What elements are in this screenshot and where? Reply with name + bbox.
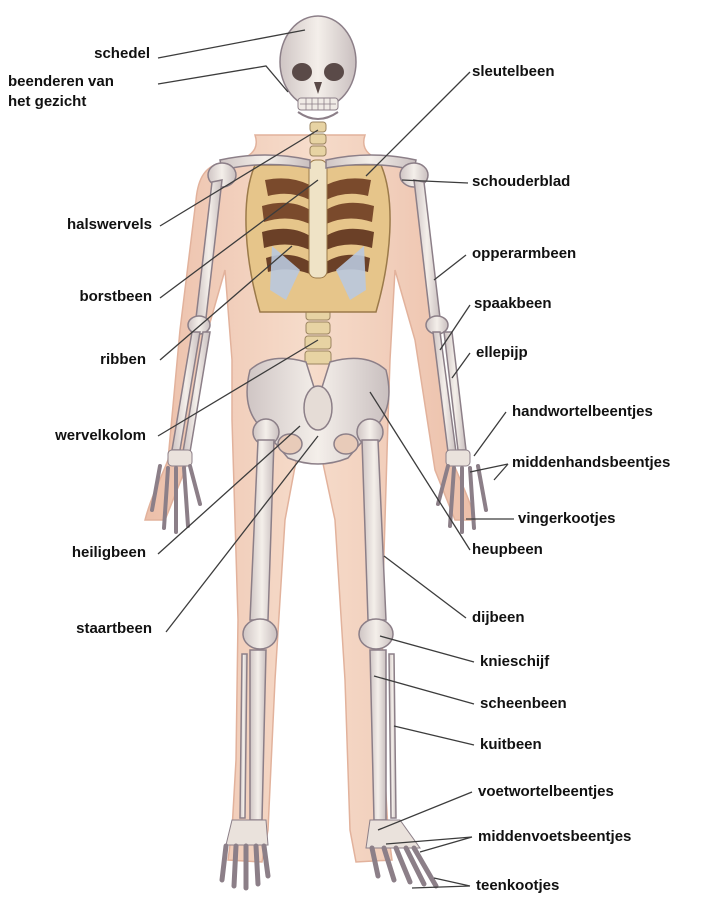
label-knieschijf: knieschijf (480, 652, 549, 672)
label-middenhandsbeentjes: middenhandsbeentjes (512, 453, 670, 473)
label-borstbeen: borstbeen (20, 287, 152, 307)
ribcage (246, 160, 390, 312)
label-beenderen-gezicht-2: het gezicht (8, 92, 148, 112)
label-beenderen-gezicht-1: beenderen van (8, 72, 148, 92)
label-halswervels: halswervels (20, 215, 152, 235)
label-handwortelbeentjes: handwortelbeentjes (512, 402, 653, 422)
label-ellepijp: ellepijp (476, 343, 528, 363)
label-dijbeen: dijbeen (472, 608, 525, 628)
label-spaakbeen: spaakbeen (474, 294, 552, 314)
label-schouderblad: schouderblad (472, 172, 570, 192)
label-scheenbeen: scheenbeen (480, 694, 567, 714)
feet (222, 820, 436, 888)
label-sleutelbeen: sleutelbeen (472, 62, 555, 82)
legs (240, 419, 396, 820)
skull (280, 16, 356, 119)
label-vingerkootjes: vingerkootjes (518, 509, 616, 529)
label-teenkootjes: teenkootjes (476, 876, 559, 896)
label-middenvoetsbeentjes: middenvoetsbeentjes (478, 827, 631, 847)
label-kuitbeen: kuitbeen (480, 735, 542, 755)
label-staartbeen: staartbeen (14, 619, 152, 639)
label-heiligbeen: heiligbeen (14, 543, 146, 563)
label-schedel: schedel (40, 44, 150, 64)
label-opperarmbeen: opperarmbeen (472, 244, 576, 264)
label-voetwortelbeentjes: voetwortelbeentjes (478, 782, 614, 802)
label-ribben: ribben (20, 350, 146, 370)
label-wervelkolom: wervelkolom (14, 426, 146, 446)
label-heupbeen: heupbeen (472, 540, 543, 560)
